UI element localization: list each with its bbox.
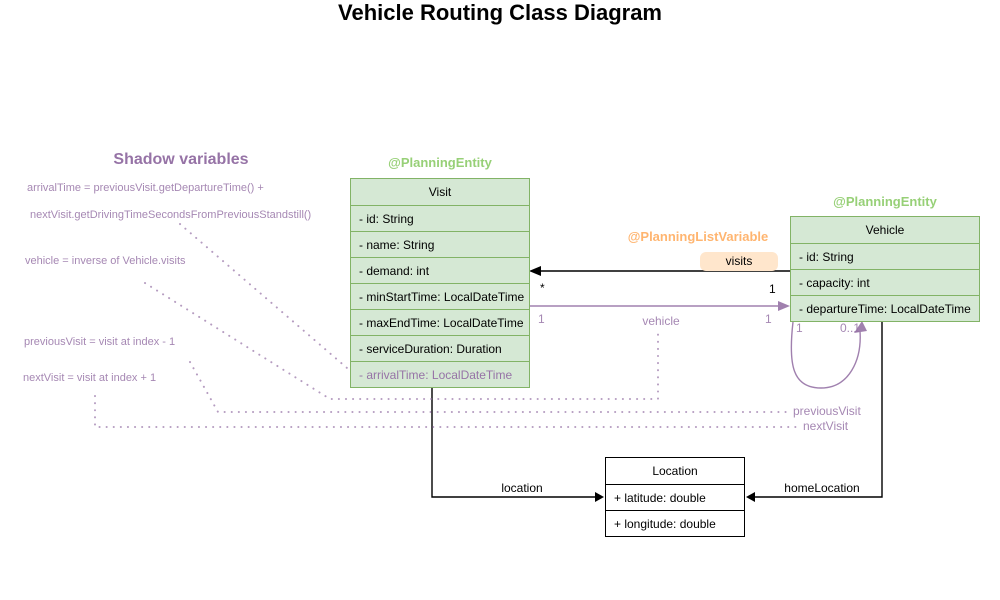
location-class-title: Location (652, 464, 698, 478)
planning-list-variable-annotation: @PlanningListVariable (627, 229, 769, 244)
vehicle-attr-capacity: - capacity: int (791, 269, 979, 295)
shadow-line-previousvisit: previousVisit = visit at index - 1 (24, 336, 176, 348)
location-association-label: location (501, 481, 543, 495)
visit-attr-minstarttime: - minStartTime: LocalDateTime (351, 283, 529, 309)
visit-attr-maxendtime: - maxEndTime: LocalDateTime (351, 309, 529, 335)
visit-attr-demand: - demand: int (351, 257, 529, 283)
visit-planning-entity-annotation: @PlanningEntity (388, 155, 492, 170)
location-class[interactable]: Location + latitude: double + longitude:… (605, 457, 745, 537)
vehicle-attr-departuretime: - departureTime: LocalDateTime (791, 295, 979, 321)
homelocation-arrow (746, 321, 883, 502)
selfloop-multiplicity-left: 1 (796, 321, 803, 335)
visits-multiplicity-vehicle-end: 1 (769, 282, 776, 296)
visits-arrow (529, 266, 790, 276)
selfloop-multiplicity-right: 0..1 (840, 321, 861, 335)
vehicle-attr-id: - id: String (791, 243, 979, 269)
visit-attr-serviceduration: - serviceDuration: Duration (351, 335, 529, 361)
visits-label-badge[interactable]: visits (700, 252, 778, 271)
vehicle-multiplicity-vehicle-end: 1 (765, 312, 772, 326)
shadow-line-arrivaltime-1: arrivalTime = previousVisit.getDeparture… (27, 182, 264, 194)
self-loop-arrow (790, 321, 867, 389)
visits-multiplicity-visit-end: * (540, 281, 545, 295)
shadow-line-nextvisit: nextVisit = visit at index + 1 (23, 372, 157, 384)
visit-attr-name: - name: String (351, 231, 529, 257)
previousvisit-label: previousVisit (793, 404, 861, 418)
shadow-variables-heading: Shadow variables (113, 151, 249, 168)
dotted-connector-arrivaltime (179, 223, 348, 369)
vehicle-planning-entity-annotation: @PlanningEntity (833, 194, 937, 209)
dotted-connector-previousvisit (189, 361, 789, 413)
visit-class[interactable]: Visit - id: String - name: String - dema… (350, 178, 530, 388)
visit-attr-arrivaltime: - arrivalTime: LocalDateTime (351, 361, 529, 387)
shadow-line-vehicle: vehicle = inverse of Vehicle.visits (25, 255, 186, 267)
vehicle-association-label: vehicle (642, 314, 680, 328)
location-arrow (431, 386, 604, 502)
location-attr-latitude: + latitude: double (606, 484, 744, 510)
vehicle-class-title: Vehicle (865, 223, 905, 237)
dotted-connector-nextvisit (94, 395, 798, 428)
location-attr-longitude: + longitude: double (606, 510, 744, 536)
visit-attr-id: - id: String (351, 205, 529, 231)
vehicle-arrow (530, 301, 790, 311)
vehicle-multiplicity-visit-end: 1 (538, 312, 545, 326)
visit-class-title: Visit (428, 185, 452, 199)
page-title: Vehicle Routing Class Diagram (338, 0, 662, 25)
vehicle-class[interactable]: Vehicle - id: String - capacity: int - d… (790, 216, 980, 322)
homelocation-association-label: homeLocation (784, 481, 860, 495)
shadow-line-arrivaltime-2: nextVisit.getDrivingTimeSecondsFromPrevi… (30, 209, 312, 221)
nextvisit-label: nextVisit (803, 419, 849, 433)
